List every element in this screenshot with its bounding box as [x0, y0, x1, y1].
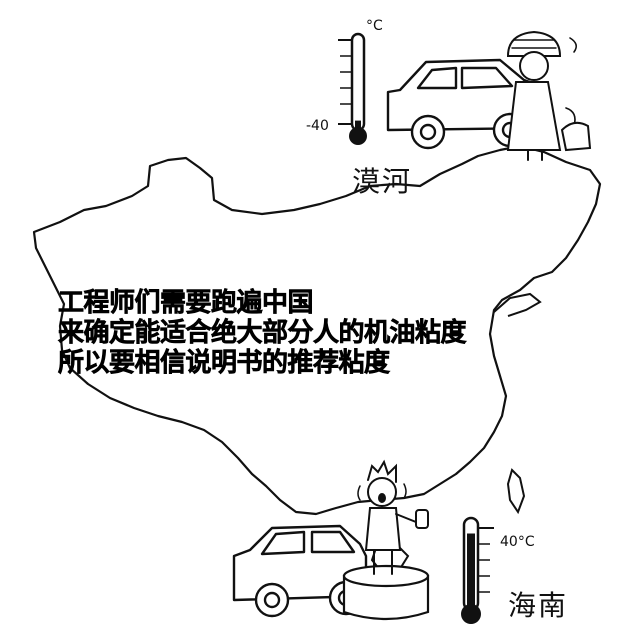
caption-block: 工程师们需要跑遍中国 来确定能适合绝大部分人的机油粘度 所以要相信说明书的推荐粘… [58, 288, 467, 379]
north-unit-label: °C [366, 18, 383, 34]
south-place-label: 海南 [508, 589, 569, 622]
north-place-label: 漠河 [352, 165, 413, 198]
caption-line-1: 工程师们需要跑遍中国 [58, 288, 314, 319]
peninsula-outline [493, 292, 542, 317]
caption-line-2: 来确定能适合绝大部分人的机油粘度 [58, 318, 467, 349]
caption-line-3: 所以要相信说明书的推荐粘度 [58, 348, 391, 379]
north-reading-label: -40 [306, 118, 329, 134]
china-map-outline-icon [32, 144, 602, 516]
south-thermometer-icon: 40°C [461, 516, 535, 624]
water-tub-icon [342, 564, 430, 621]
hot-person-icon [357, 459, 429, 575]
south-reading-label: 40°C [500, 534, 535, 550]
north-thermometer-icon: °C -40 [306, 18, 383, 145]
cold-person-icon [506, 30, 592, 161]
taiwan-outline [506, 468, 526, 515]
